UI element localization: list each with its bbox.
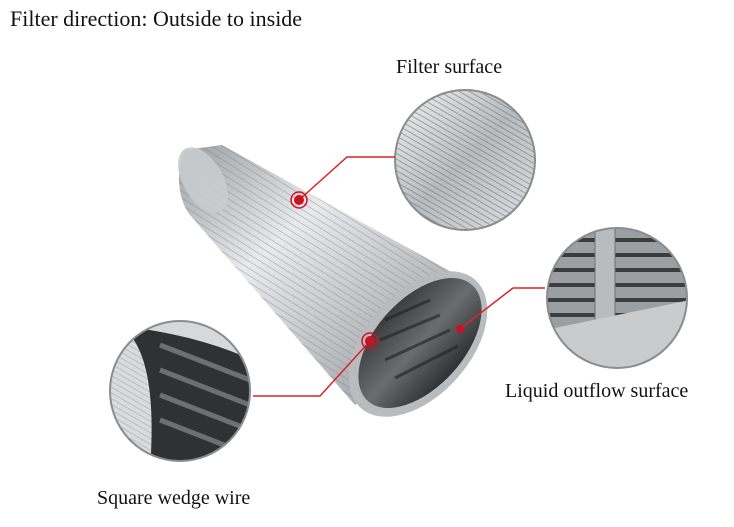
diagram-title: Filter direction: Outside to inside [10,6,303,31]
liquid-outflow-zoom [546,227,688,369]
wedge-wire-marker [361,332,379,350]
filter-surface-zoom [394,89,536,231]
outflow-surface-marker [456,325,464,333]
square-wedge-wire-label: Square wedge wire [97,487,251,509]
screen-tube [178,145,488,417]
filter-surface-marker [290,191,308,209]
liquid-outflow-surface-label: Liquid outflow surface [505,380,689,402]
square-wedge-wire-zoom [109,320,251,462]
callout-lines [253,156,545,397]
filter-surface-label: Filter surface [396,56,503,78]
